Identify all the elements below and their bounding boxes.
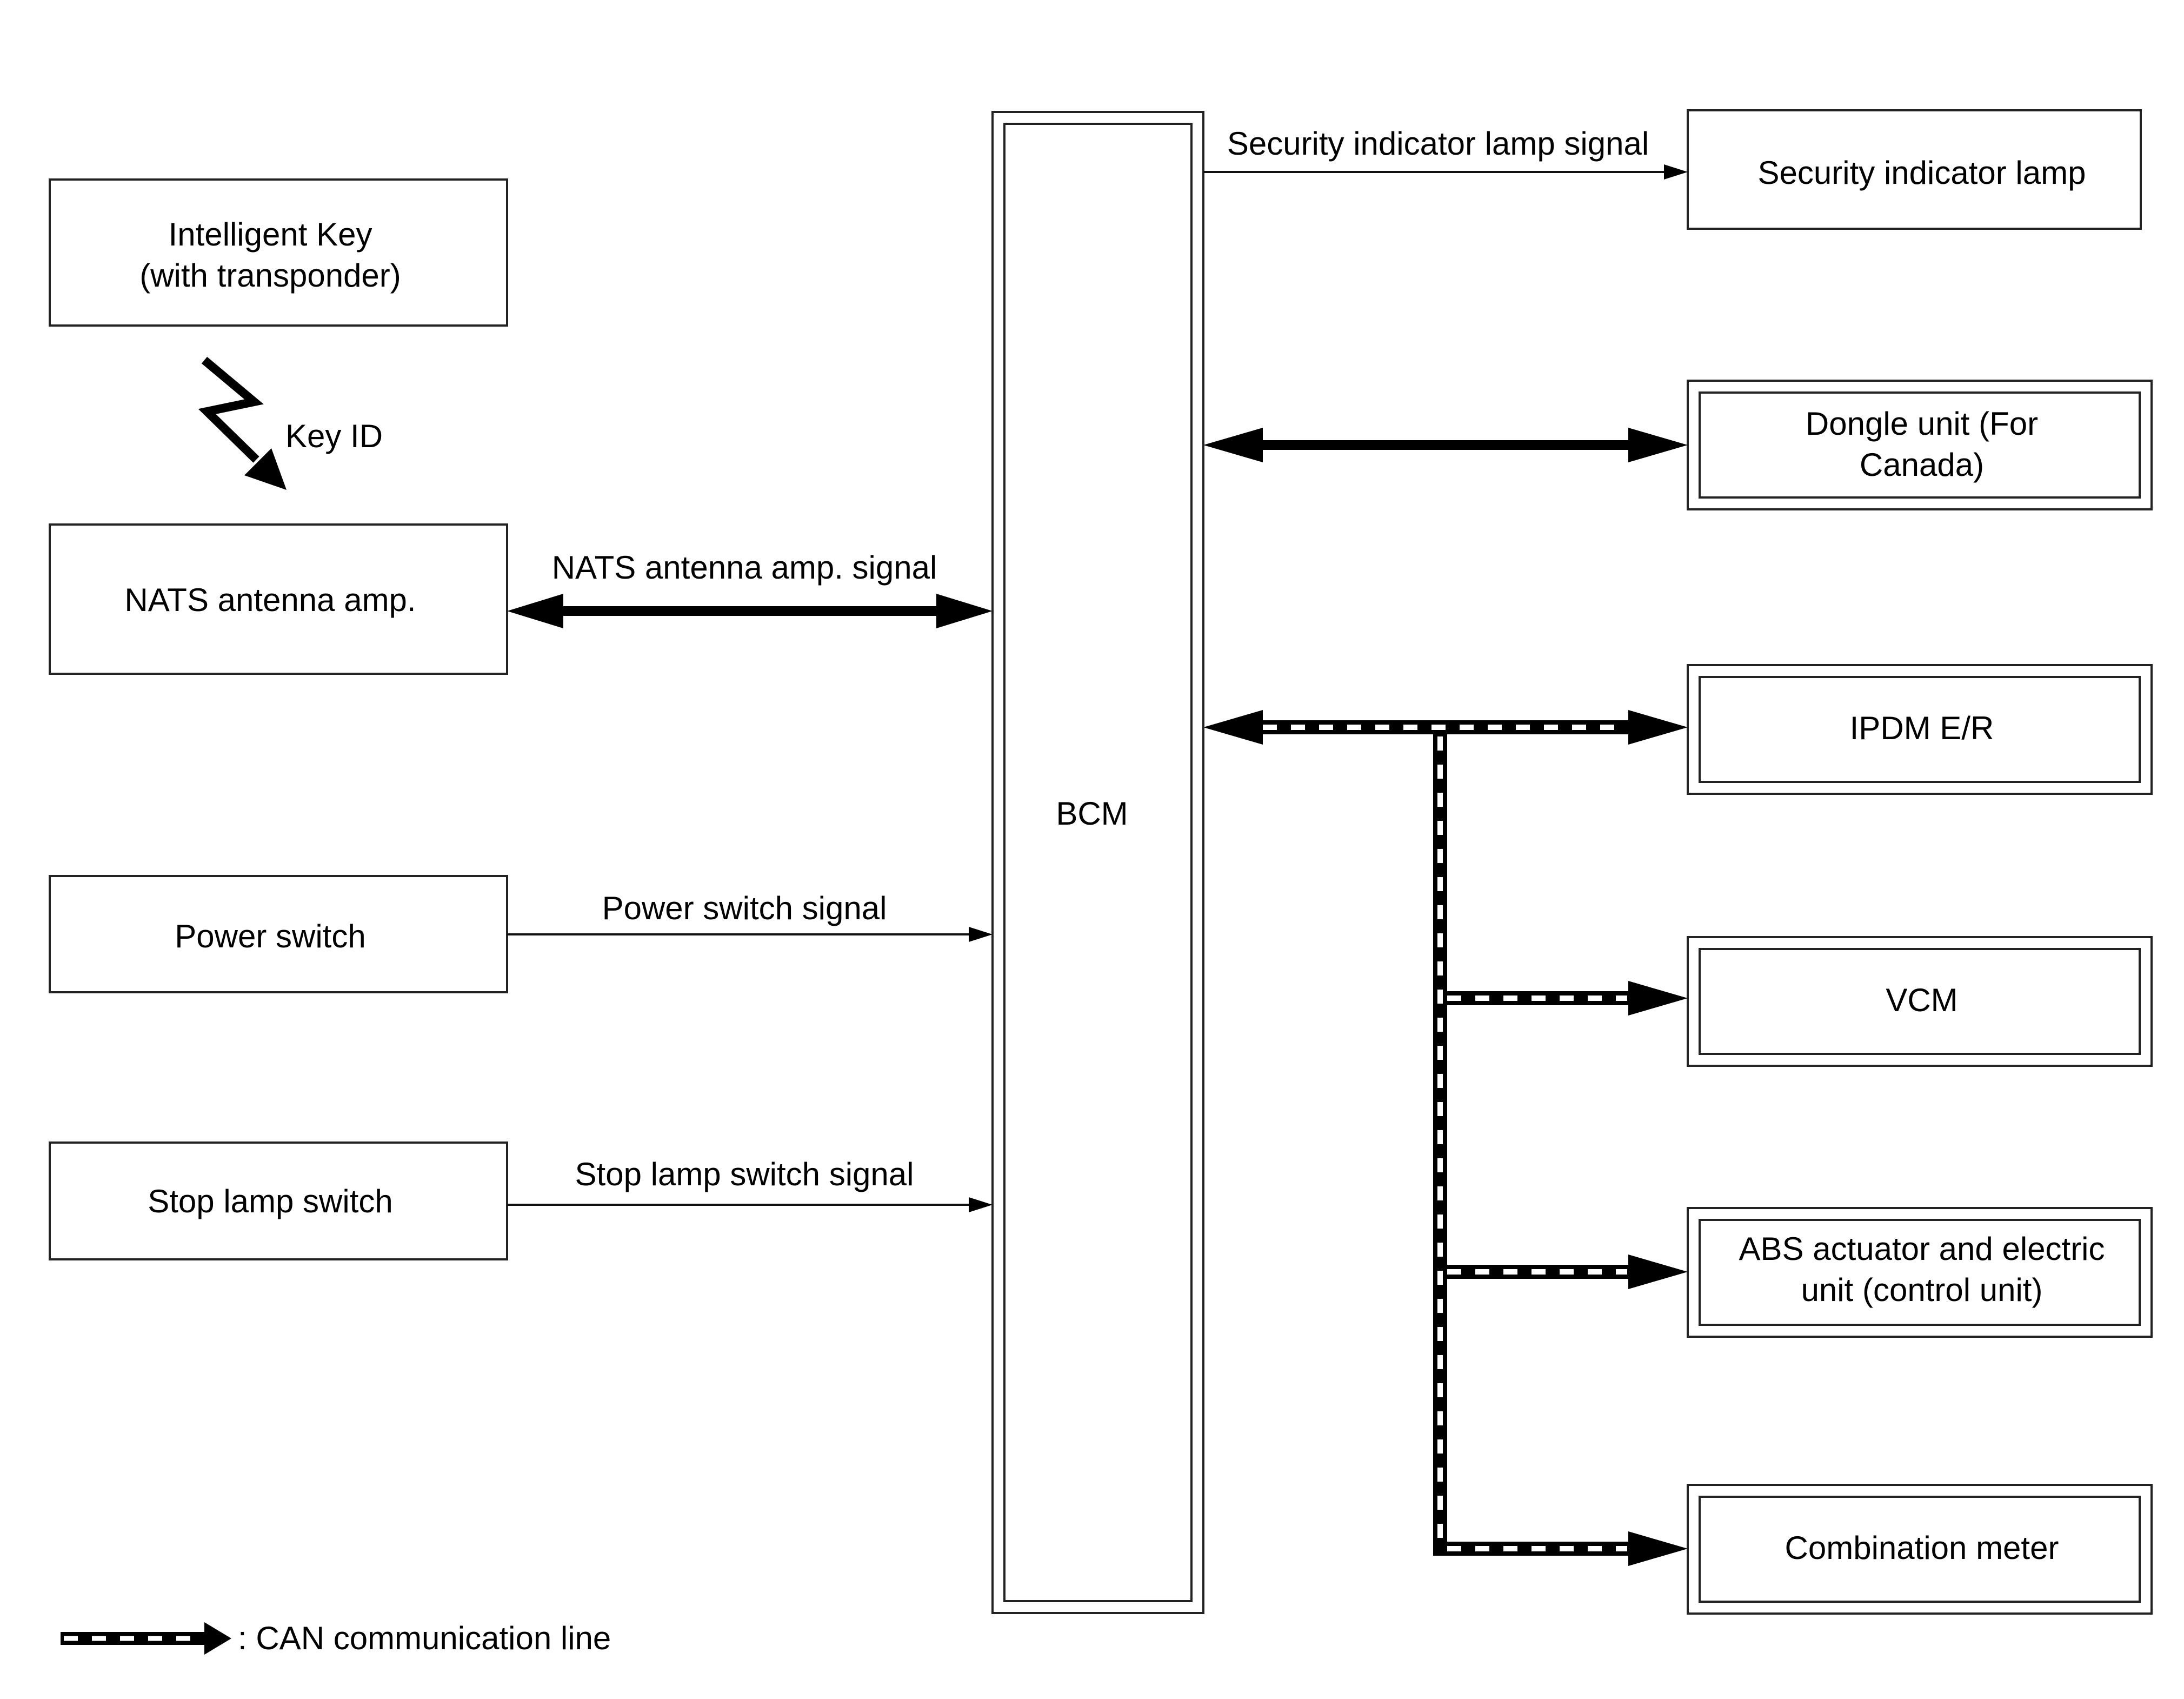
nats-signal-label: NATS antenna amp. signal [552, 549, 937, 586]
abs-actuator-label: ABS actuator and electric [1739, 1231, 2105, 1267]
bcm-label: BCM [1056, 795, 1128, 832]
abs-actuator-block: ABS actuator and electric unit (control … [1687, 1207, 2153, 1338]
intelligent-key-block: Intelligent Key (with transponder) [49, 178, 508, 327]
legend-can-label: : CAN communication line [238, 1620, 611, 1656]
dongle-unit-label: Dongle unit (For [1806, 406, 2038, 442]
dongle-unit-sublabel: Canada) [1860, 447, 1984, 483]
ipdm-er-label: IPDM E/R [1850, 710, 1994, 746]
ipdm-er-block: IPDM E/R [1687, 664, 2153, 795]
combination-meter-block: Combination meter [1687, 1484, 2153, 1615]
stop-lamp-signal-arrow: Stop lamp switch signal [507, 1156, 993, 1212]
stop-lamp-switch-block: Stop lamp switch [49, 1141, 508, 1260]
nats-signal-arrow: NATS antenna amp. signal [507, 549, 993, 628]
dongle-bidirectional-arrow [1203, 428, 1688, 462]
nats-antenna-amp-label: NATS antenna amp. [124, 582, 416, 618]
stop-lamp-signal-label: Stop lamp switch signal [575, 1156, 914, 1192]
nats-antenna-amp-block: NATS antenna amp. [49, 523, 508, 675]
vcm-label: VCM [1886, 982, 1957, 1018]
power-switch-signal-label: Power switch signal [602, 890, 887, 926]
power-switch-label: Power switch [175, 918, 365, 954]
stop-lamp-switch-label: Stop lamp switch [148, 1183, 393, 1219]
can-bus [1203, 710, 1688, 1566]
legend: : CAN communication line [61, 1620, 611, 1656]
power-switch-block: Power switch [49, 875, 508, 993]
dongle-unit-block: Dongle unit (For Canada) [1687, 380, 2153, 510]
security-indicator-lamp-block: Security indicator lamp [1687, 109, 2142, 230]
combination-meter-label: Combination meter [1785, 1530, 2059, 1566]
bcm-block: BCM [991, 111, 1204, 1614]
power-switch-signal-arrow: Power switch signal [507, 890, 993, 942]
key-id-label: Key ID [285, 418, 383, 454]
intelligent-key-label: Intelligent Key [169, 216, 372, 253]
security-lamp-signal-arrow: Security indicator lamp signal [1203, 125, 1688, 180]
security-indicator-lamp-label: Security indicator lamp [1758, 155, 2086, 191]
vcm-block: VCM [1687, 936, 2153, 1067]
security-lamp-signal-label: Security indicator lamp signal [1227, 125, 1649, 162]
abs-actuator-sublabel: unit (control unit) [1801, 1272, 2043, 1308]
key-id-wireless-arrow: Key ID [198, 356, 383, 490]
intelligent-key-sublabel: (with transponder) [139, 257, 401, 294]
